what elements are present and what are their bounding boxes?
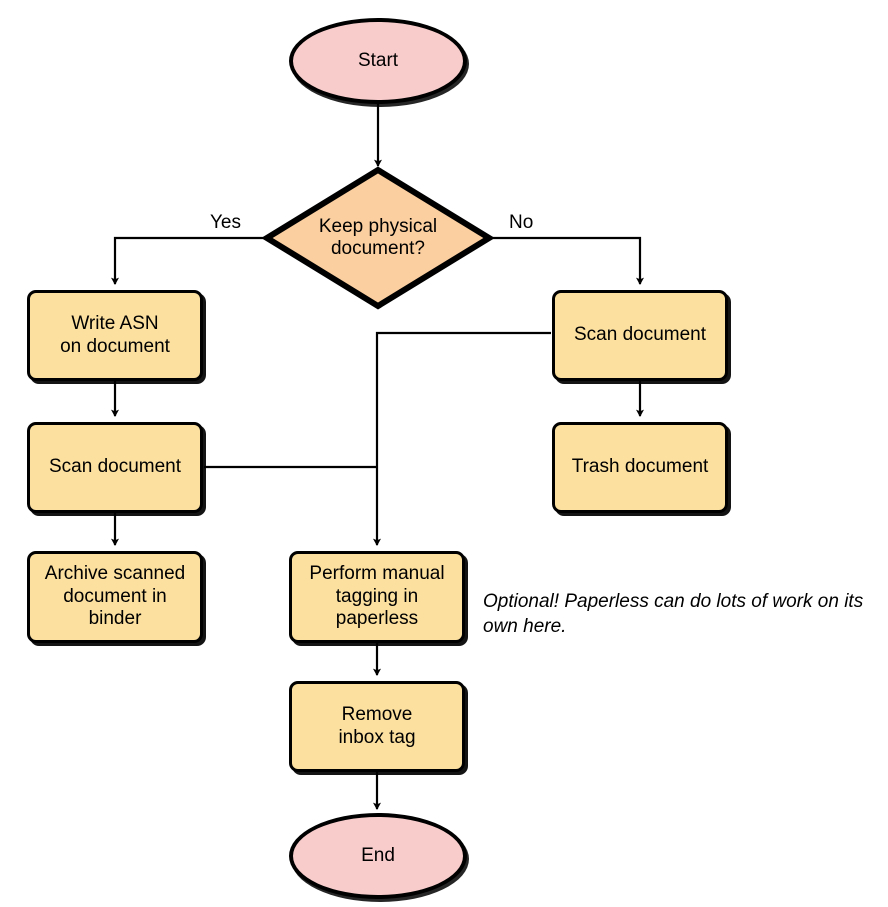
node-scan-document-left[interactable]: Scan document: [27, 422, 203, 513]
node-remove-inbox-tag-label: Remove inbox tag: [338, 704, 416, 748]
node-write-asn-label: Write ASN on document: [60, 313, 170, 357]
edge-decision-yes-to-write-asn: [111, 236, 265, 285]
diamond-shape: [263, 166, 493, 310]
node-start[interactable]: Start: [289, 18, 467, 104]
node-start-label: Start: [357, 49, 399, 71]
node-scan-document-left-label: Scan document: [48, 456, 182, 478]
node-keep-physical-document-label: Keep physical document?: [318, 215, 438, 259]
node-end-label: End: [361, 844, 395, 866]
edge-label-yes: Yes: [210, 212, 241, 233]
node-archive-label: Archive scanned document in binder: [44, 563, 186, 630]
node-trash-document-label: Trash document: [571, 456, 709, 478]
edge-label-no: No: [509, 212, 534, 233]
annotation-optional-note: Optional! Paperless can do lots of work …: [483, 591, 864, 638]
node-archive-scanned-document[interactable]: Archive scanned document in binder: [27, 551, 203, 643]
node-write-asn-on-document[interactable]: Write ASN on document: [27, 290, 203, 381]
node-remove-inbox-tag[interactable]: Remove inbox tag: [289, 681, 465, 772]
edge-decision-no-to-scan-right: [491, 236, 644, 285]
edge-scan-right-to-tagging: [373, 331, 551, 546]
node-perform-manual-tagging[interactable]: Perform manual tagging in paperless: [289, 551, 465, 643]
node-scan-document-right[interactable]: Scan document: [552, 290, 728, 381]
node-perform-manual-tagging-label: Perform manual tagging in paperless: [309, 563, 445, 630]
node-end[interactable]: End: [289, 813, 467, 899]
node-scan-document-right-label: Scan document: [573, 324, 707, 346]
node-keep-physical-document-decision[interactable]: Keep physical document?: [263, 166, 493, 310]
node-trash-document[interactable]: Trash document: [552, 422, 728, 513]
